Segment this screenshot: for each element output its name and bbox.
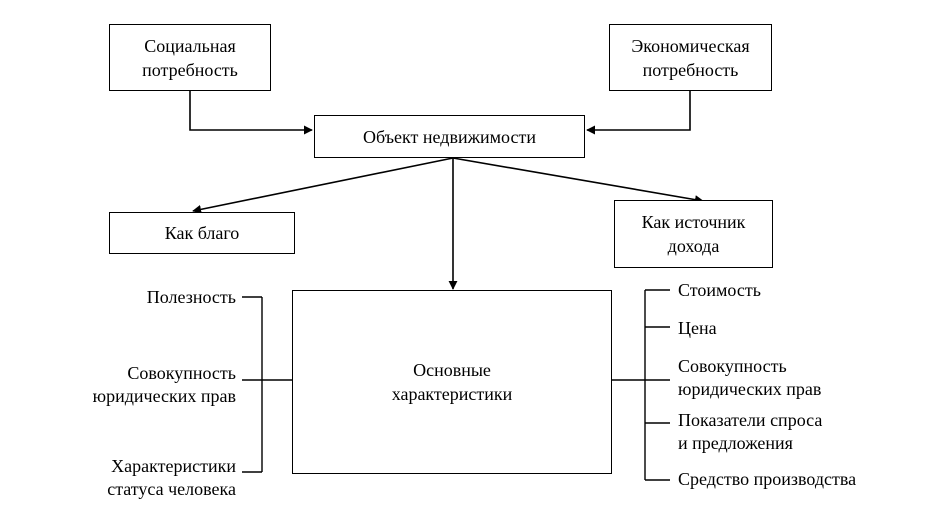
as-income-line-1: Как источник (641, 212, 746, 232)
arrow-object-to-good (192, 157, 454, 214)
right-item-supply-demand-line-2: и предложения (678, 433, 793, 453)
left-item-legal-rights-line-1: Совокупность (127, 363, 236, 383)
right-item-legal-rights-line-1: Совокупность (678, 356, 787, 376)
right-item-legal-rights: Совокупность юридических прав (678, 355, 821, 401)
left-item-status-line-2: статуса человека (107, 479, 236, 499)
social-need-line-2: потребность (142, 59, 238, 80)
social-need-box: Социальная потребность (109, 24, 271, 91)
right-item-price: Цена (678, 317, 717, 340)
right-item-value-text: Стоимость (678, 280, 761, 300)
left-item-legal-rights-line-2: юридических прав (92, 386, 236, 406)
right-item-supply-demand-line-1: Показатели спроса (678, 410, 823, 430)
right-item-price-text: Цена (678, 318, 717, 338)
arrow-economic-to-object (586, 91, 691, 135)
right-item-legal-rights-line-2: юридических прав (678, 379, 822, 399)
left-item-status-line-1: Характеристики (111, 456, 236, 476)
real-estate-box: Объект недвижимости (314, 115, 585, 158)
real-estate-label: Объект недвижимости (363, 126, 536, 147)
right-item-production-means: Средство производства (678, 468, 856, 491)
arrow-object-to-income (452, 157, 704, 205)
right-item-supply-demand: Показатели спроса и предложения (678, 409, 822, 455)
main-characteristics-line-1: Основные (413, 360, 491, 380)
as-income-box: Как источник дохода (614, 200, 773, 268)
left-item-status: Характеристики статуса человека (107, 455, 236, 501)
economic-need-box: Экономическая потребность (609, 24, 772, 91)
left-item-legal-rights: Совокупность юридических прав (93, 362, 236, 408)
as-good-box: Как благо (109, 212, 295, 254)
economic-need-line-2: потребность (642, 59, 739, 80)
left-item-utility: Полезность (147, 286, 236, 309)
social-need-line-1: Социальная (144, 35, 236, 56)
right-item-production-means-text: Средство производства (678, 469, 857, 489)
arrow-social-to-object (189, 91, 313, 135)
left-item-utility-text: Полезность (146, 287, 236, 307)
as-income-line-2: дохода (667, 236, 720, 256)
main-characteristics-box: Основные характеристики (292, 290, 612, 474)
economic-need-line-1: Экономическая (631, 35, 750, 56)
right-item-value: Стоимость (678, 279, 761, 302)
as-good-label: Как благо (164, 223, 240, 243)
main-characteristics-line-2: характеристики (391, 384, 513, 404)
